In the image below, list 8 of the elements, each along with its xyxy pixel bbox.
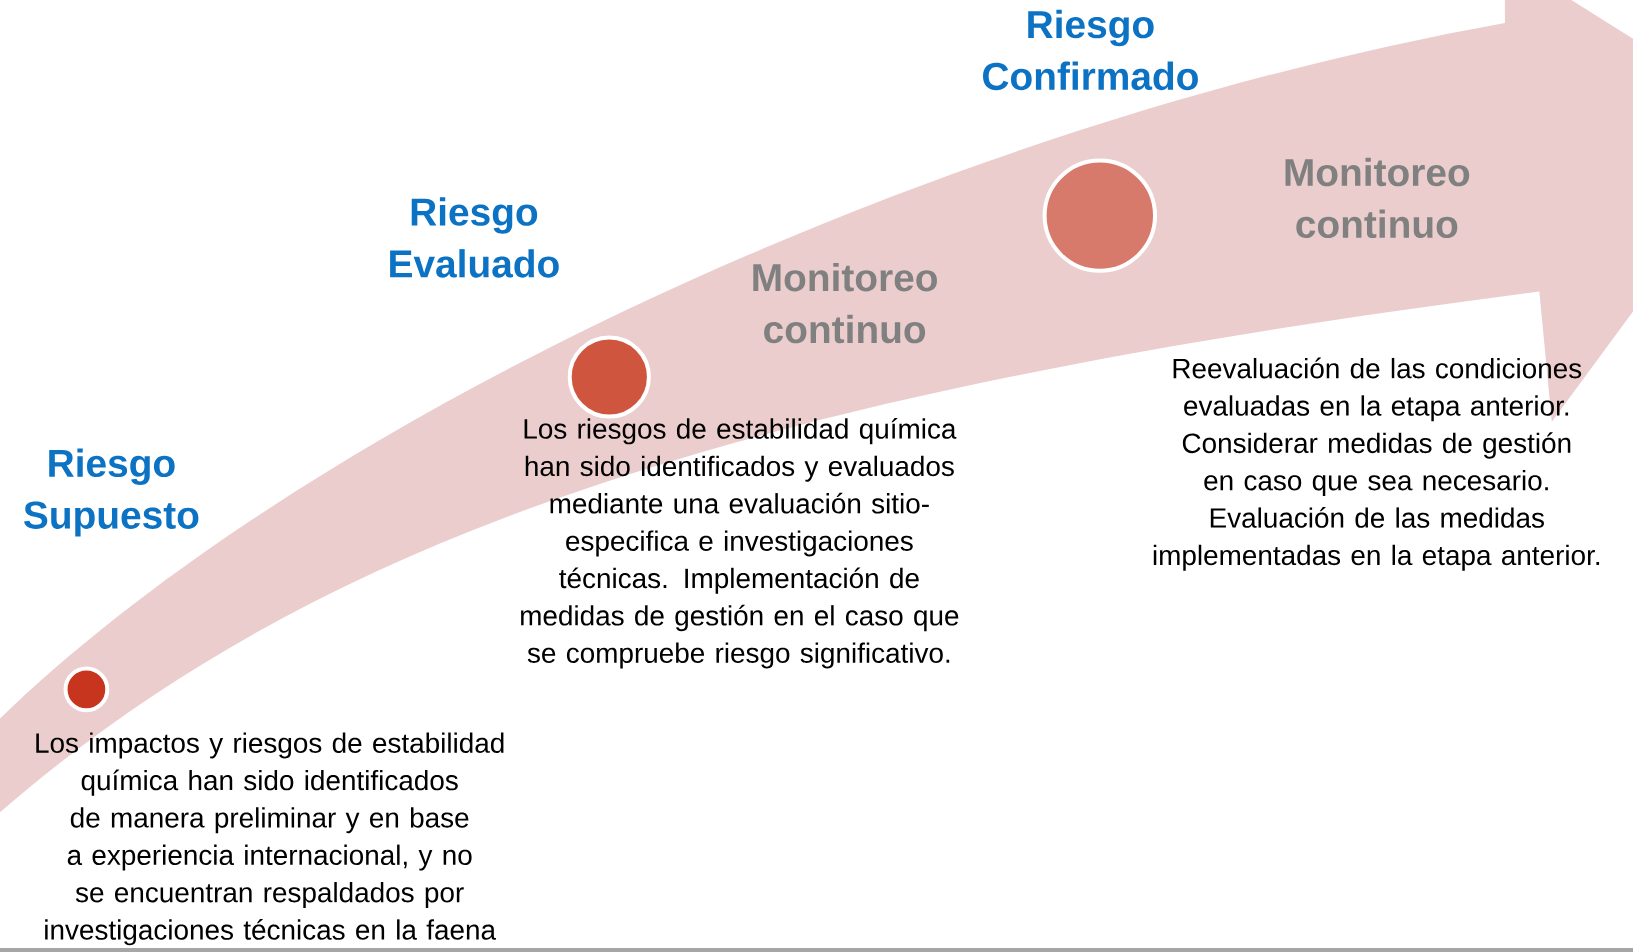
- description-text: Reevaluación de las condiciones evaluadas en la etapa anterior. Considerar medidas de gestión en caso que sea necesario. Evaluación de las medidas implementadas en la etapa anterior.: [1153, 357, 1600, 571]
- description-text: Los riesgos de estabilidad química han sido identificados y evaluados mediante una evaluación sitio-especifica e investigaciones técnicas. Implementación de medidas de gestión en el caso que se compruebe riesgo significativo.: [521, 418, 959, 669]
- stage-circle: [63, 666, 110, 713]
- stage-label: Monitoreo continuo: [753, 262, 937, 344]
- stage-label: Monitoreo continuo: [1285, 157, 1470, 239]
- description-text: Los impactos y riesgos de estabilidad química han sido identificados de manera preliminar y en base a experiencia internacional, y no se encuentran respaldados por investigaciones técnicas en la faena: [36, 732, 504, 946]
- stage-circle: [1042, 158, 1157, 273]
- stage-circle: [567, 335, 651, 419]
